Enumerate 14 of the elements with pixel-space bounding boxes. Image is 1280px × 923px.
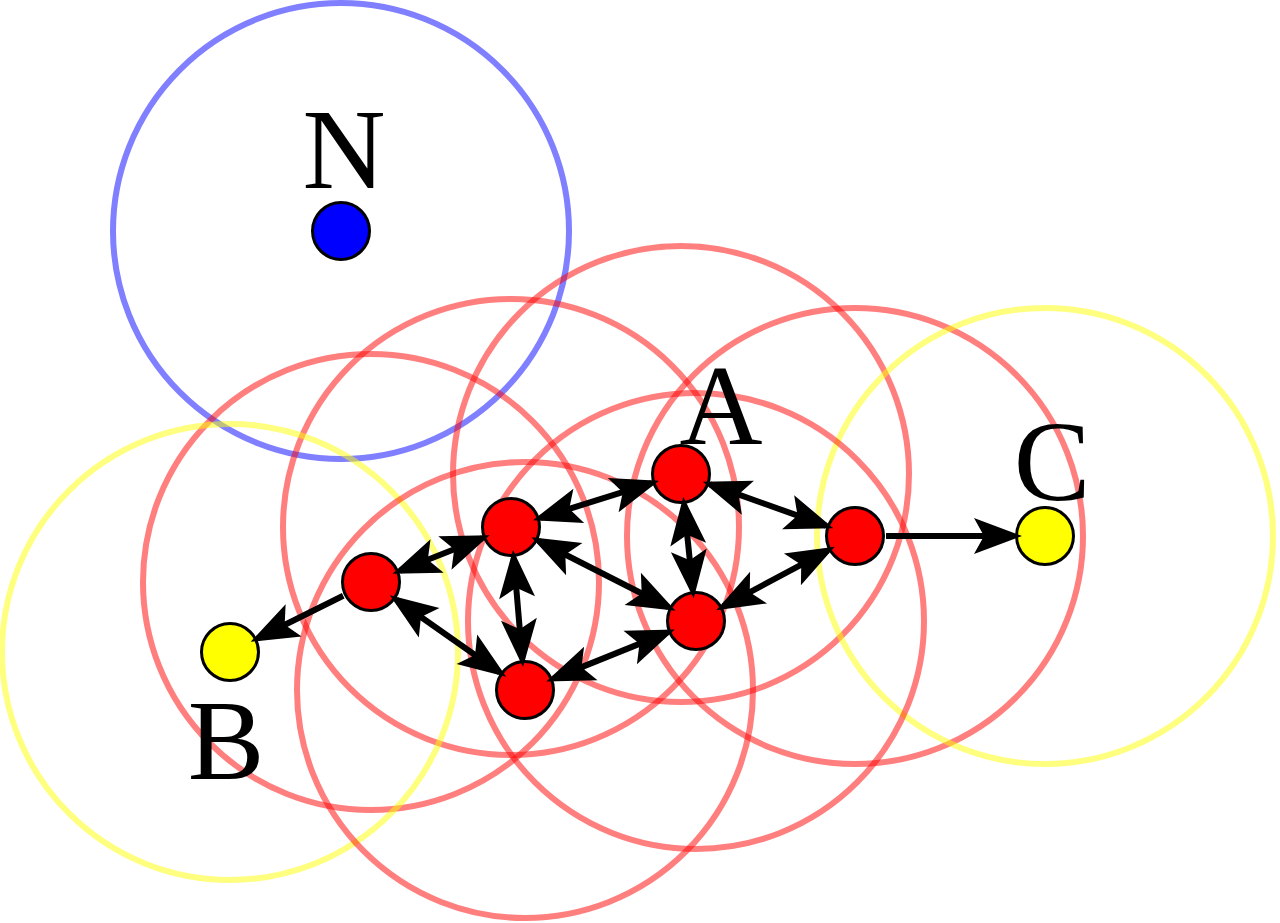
- point-label: N: [302, 107, 386, 194]
- double-arrow: [702, 480, 834, 530]
- double-arrow: [532, 477, 660, 524]
- double-arrow: [716, 546, 835, 611]
- point-label: C: [1013, 419, 1091, 506]
- arrow: [250, 593, 345, 642]
- double-arrow: [546, 629, 675, 682]
- double-arrow: [389, 595, 507, 677]
- point-label: B: [187, 698, 265, 785]
- double-arrow: [392, 535, 490, 574]
- double-arrow: [499, 549, 537, 668]
- point-label: A: [679, 363, 763, 450]
- double-arrow: [531, 537, 676, 611]
- double-arrow: [670, 496, 707, 599]
